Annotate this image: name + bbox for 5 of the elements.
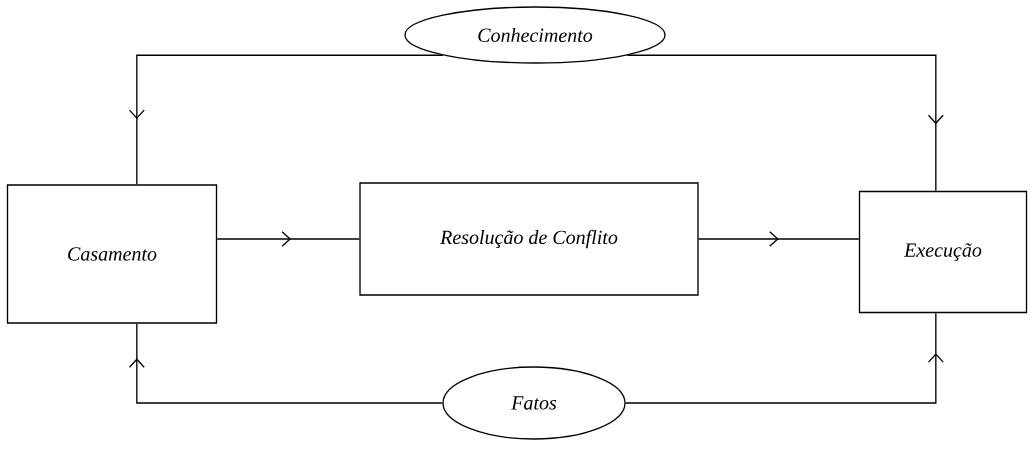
ellipse-node: Fatos (442, 366, 626, 440)
process-box: Execução (858, 190, 1028, 314)
process-box: Casamento (6, 184, 218, 324)
ellipse-node: Conhecimento (404, 6, 666, 64)
process-box: Resolução de Conflito (359, 182, 699, 296)
